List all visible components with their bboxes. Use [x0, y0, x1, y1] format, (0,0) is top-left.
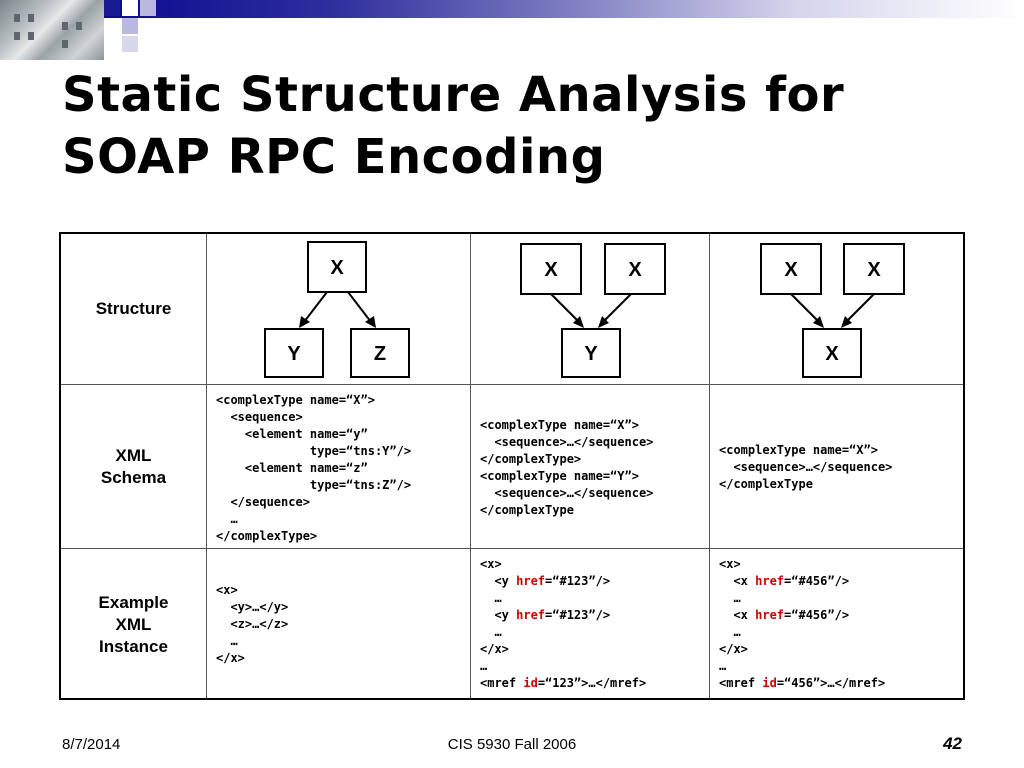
code-line: <element name=“z”: [216, 461, 368, 475]
node-label: Y: [584, 343, 598, 365]
code-line: <x>: [480, 557, 502, 571]
title-line-2: SOAP RPC Encoding: [62, 129, 606, 185]
code-keyword: id: [523, 676, 538, 690]
schema-code-1: <complexType name=“X”> <sequence> <eleme…: [216, 392, 411, 545]
code-keyword: href: [516, 608, 546, 622]
decor-square: [122, 36, 138, 52]
column-divider: [709, 234, 710, 698]
structure-diagram-3: X X X: [760, 243, 905, 378]
title-line-1: Static Structure Analysis for: [62, 67, 845, 123]
code-line: </complexType>: [216, 529, 318, 543]
node-box: [843, 243, 905, 295]
code-line: </sequence>: [216, 495, 310, 509]
code-line: …: [480, 625, 502, 639]
code-line: type=“tns:Z”/>: [216, 478, 412, 492]
instance-code-3: <x> <x href=“#456”/> … <x href=“#456”/> …: [719, 556, 885, 692]
node-label: X: [544, 259, 558, 281]
node-label: X: [628, 259, 642, 281]
code-line: <y href=“#123”/>: [480, 608, 611, 622]
code-line: <sequence>: [216, 410, 303, 424]
node-box: [561, 328, 621, 378]
header-photo: [0, 0, 104, 60]
footer-date: 8/7/2014: [62, 736, 121, 753]
row-label-structure: Structure: [95, 299, 172, 318]
code-line: <complexType name=“Y”>: [480, 469, 639, 483]
code-line: <x>: [719, 557, 741, 571]
code-line: <x>: [216, 583, 238, 597]
node-box: [264, 328, 324, 378]
code-line: <sequence>…</sequence>: [480, 486, 654, 500]
node-label: Z: [374, 343, 386, 365]
decor-square: [140, 0, 156, 16]
decor-square: [104, 18, 120, 34]
code-line: </complexType>: [480, 452, 582, 466]
code-line: …: [216, 512, 238, 526]
code-line: type=“tns:Y”/>: [216, 444, 412, 458]
header-gradient-band: [104, 0, 1024, 18]
code-line: </x>: [216, 651, 245, 665]
code-line: </x>: [719, 642, 748, 656]
node-box: [604, 243, 666, 295]
instance-code-1: <x> <y>…</y> <z>…</z> … </x>: [216, 582, 288, 667]
column-divider: [470, 234, 471, 698]
node-label: X: [330, 257, 344, 279]
node-box: [350, 328, 410, 378]
code-line: </complexType: [480, 503, 574, 517]
code-line: …: [480, 659, 488, 673]
code-keyword: href: [755, 574, 785, 588]
code-keyword: id: [762, 676, 777, 690]
code-line: <mref id=“123”>…</mref>: [480, 676, 647, 690]
instance-code-2: <x> <y href=“#123”/> … <y href=“#123”/> …: [480, 556, 646, 692]
code-line: <complexType name=“X”>: [216, 393, 375, 407]
code-line: </x>: [480, 642, 509, 656]
row-divider: [61, 548, 963, 549]
code-keyword: href: [516, 574, 546, 588]
decor-square: [104, 0, 120, 16]
code-line: …: [719, 591, 741, 605]
code-line: </complexType: [719, 477, 813, 491]
node-label: X: [825, 343, 839, 365]
code-line: <y href=“#123”/>: [480, 574, 611, 588]
decor-square: [122, 0, 138, 16]
code-line: <sequence>…</sequence>: [719, 460, 893, 474]
row-divider: [61, 384, 963, 385]
code-line: <z>…</z>: [216, 617, 289, 631]
slide-title: Static Structure Analysis for SOAP RPC E…: [62, 64, 844, 188]
footer-course: CIS 5930 Fall 2006: [447, 736, 577, 753]
node-box: [307, 241, 367, 293]
code-line: …: [480, 591, 502, 605]
code-line: <complexType name=“X”>: [480, 418, 639, 432]
structure-diagram-1: X Y Z: [264, 241, 410, 378]
node-box: [760, 243, 822, 295]
code-line: …: [216, 634, 238, 648]
structure-diagram-2: X X Y: [520, 243, 666, 378]
decor-square: [122, 18, 138, 34]
node-box: [520, 243, 582, 295]
node-label: X: [867, 259, 881, 281]
schema-code-3: <complexType name=“X”> <sequence>…</sequ…: [719, 442, 892, 493]
code-line: …: [719, 625, 741, 639]
node-label: Y: [287, 343, 301, 365]
schema-code-2: <complexType name=“X”> <sequence>…</sequ…: [480, 417, 653, 519]
code-line: …: [719, 659, 727, 673]
code-line: <sequence>…</sequence>: [480, 435, 654, 449]
code-keyword: href: [755, 608, 785, 622]
code-line: <x href=“#456”/>: [719, 608, 850, 622]
node-label: X: [784, 259, 798, 281]
code-line: <x href=“#456”/>: [719, 574, 850, 588]
code-line: <complexType name=“X”>: [719, 443, 878, 457]
code-line: <mref id=“456”>…</mref>: [719, 676, 886, 690]
node-box: [802, 328, 862, 378]
page-number: 42: [943, 734, 962, 753]
code-line: <y>…</y>: [216, 600, 289, 614]
column-divider: [206, 234, 207, 698]
code-line: <element name=“y”: [216, 427, 368, 441]
